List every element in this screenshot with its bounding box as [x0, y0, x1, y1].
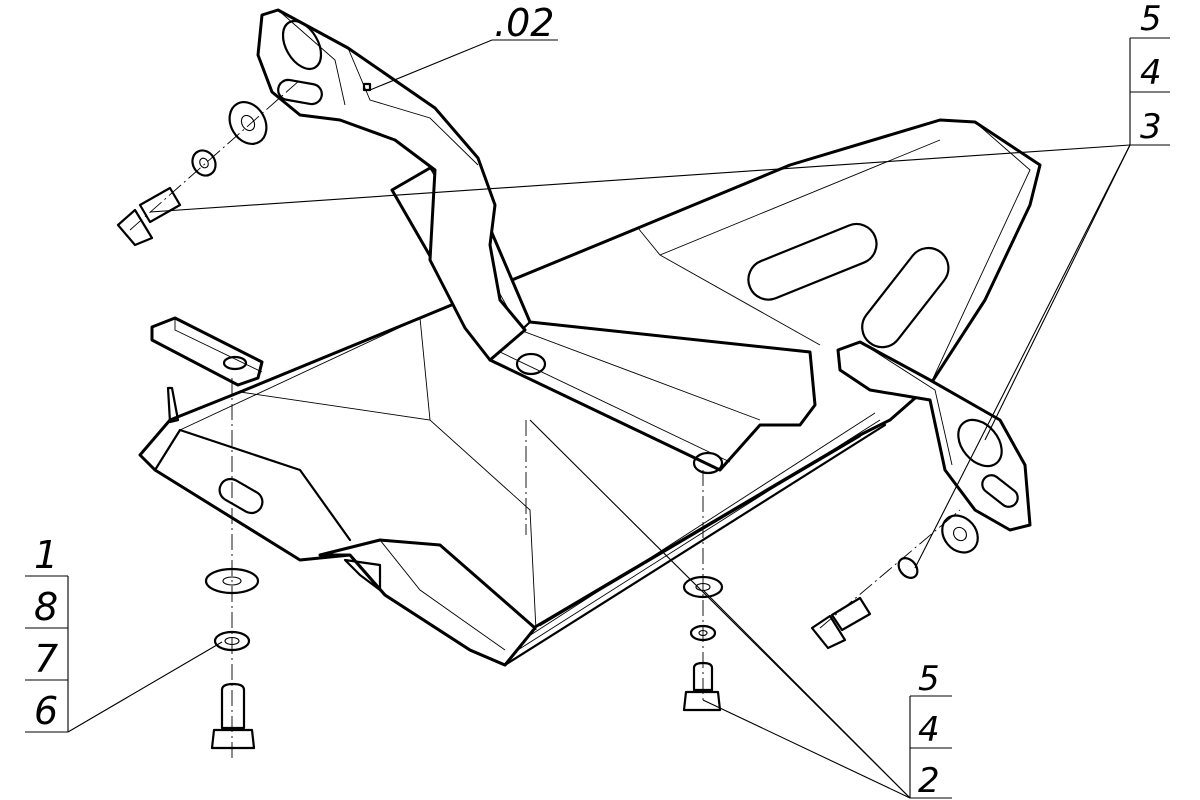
callout-label-6: 6 [34, 689, 58, 733]
callout-stack-top-right: 5 4 3 [1129, 0, 1170, 147]
spacer-plate [150, 316, 264, 387]
callout-label-02: .02 [494, 1, 554, 45]
leader-lines [67, 39, 1131, 799]
callout-label-8: 8 [34, 585, 58, 629]
callout-label-4-top: 4 [1140, 53, 1162, 93]
callout-label-4-bottom: 4 [918, 710, 940, 750]
fasteners-bottom-center [682, 575, 724, 712]
callout-stack-bottom-left: 1 8 7 6 [25, 533, 69, 733]
callout-label-1: 1 [34, 533, 58, 577]
left-upright-arm [256, 8, 527, 362]
fasteners-right [810, 514, 979, 650]
right-upright-arm [836, 340, 1032, 532]
callout-stack-bottom-right: 5 4 2 [909, 659, 952, 800]
callout-label-3-top: 3 [1140, 107, 1162, 147]
fasteners-top-left [116, 101, 268, 247]
callout-label-7: 7 [34, 637, 58, 681]
fasteners-bottom-left [204, 567, 260, 750]
callout-label-2-bottom: 2 [918, 761, 940, 800]
callout-label-5-bottom: 5 [918, 659, 940, 699]
callout-label-5-top: 5 [1140, 0, 1162, 39]
callout-top-part: .02 [494, 1, 554, 45]
